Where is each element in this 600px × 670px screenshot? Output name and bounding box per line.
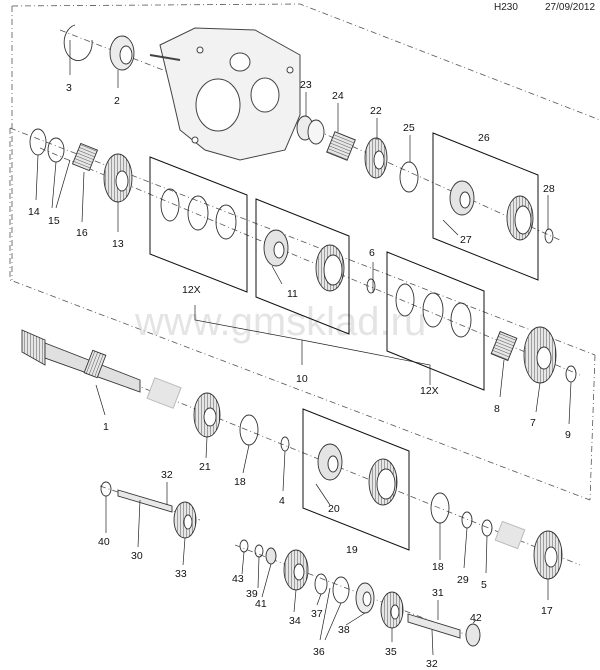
callout-18-a: 18: [234, 476, 246, 488]
synchro-hub: [317, 443, 343, 481]
callout-16: 16: [76, 227, 88, 239]
watermark: www.gmsklad.ru: [134, 300, 426, 344]
group-boxes: [149, 132, 539, 551]
callout-22: 22: [370, 105, 382, 117]
callout-37: 37: [311, 608, 323, 620]
idler-shaft: [117, 489, 173, 513]
shim: [47, 137, 65, 163]
callout-20: 20: [328, 503, 340, 515]
callout-25: 25: [403, 122, 415, 134]
callout-17: 17: [541, 605, 553, 617]
bearing: [109, 35, 135, 71]
gear: [103, 153, 133, 203]
callouts: 3 2 23 24 22 25 26 28 27 14 15 16 13 6 1…: [28, 79, 571, 670]
synchro-hub: [263, 229, 289, 267]
callout-12x-b: 12X: [420, 385, 439, 397]
callout-28: 28: [543, 183, 555, 195]
synchro-ring: [399, 161, 419, 193]
gearbox-housing: [149, 27, 301, 161]
callout-11: 11: [287, 288, 298, 300]
circlip: [239, 539, 249, 553]
callout-7: 7: [530, 417, 536, 429]
circlip: [544, 228, 554, 244]
callout-31: 31: [432, 587, 444, 599]
callout-1: 1: [103, 421, 109, 433]
gear: [283, 549, 309, 591]
roller-bearing: [71, 142, 99, 172]
synchro-ring: [239, 414, 259, 446]
callout-43: 43: [232, 573, 244, 585]
washer: [565, 365, 577, 383]
callout-41: 41: [255, 598, 267, 610]
callout-10: 10: [296, 373, 308, 385]
sliding-sleeve: [368, 458, 398, 506]
circlip: [366, 278, 376, 294]
flange: [465, 623, 481, 647]
leader-lines: [35, 40, 572, 656]
snap-ring: [461, 511, 473, 529]
gear: [193, 392, 221, 438]
synchro-ring-set: [160, 188, 237, 240]
washer: [254, 544, 264, 558]
gear: [364, 137, 388, 179]
callout-35: 35: [385, 646, 397, 658]
callout-21: 21: [199, 461, 211, 473]
callout-39: 39: [246, 588, 258, 600]
snap-ring: [29, 128, 47, 156]
callout-33: 33: [175, 568, 187, 580]
drawing-date: 27/09/2012: [545, 2, 596, 13]
callout-34: 34: [289, 615, 301, 627]
callout-9: 9: [565, 429, 571, 441]
callout-5: 5: [481, 579, 487, 591]
callout-29: 29: [457, 574, 469, 586]
callout-42: 42: [470, 612, 482, 624]
main-shaft: [21, 329, 141, 393]
callout-24: 24: [332, 90, 344, 102]
snap-ring: [332, 576, 350, 604]
callout-40: 40: [98, 536, 110, 548]
callout-26: 26: [478, 132, 490, 144]
gear: [533, 530, 563, 580]
shim: [481, 519, 493, 537]
synchro-hub: [449, 180, 475, 216]
roller-bearing: [490, 330, 518, 362]
callout-3: 3: [66, 82, 72, 94]
callout-8: 8: [494, 403, 500, 415]
bushing: [265, 547, 277, 565]
callout-4: 4: [279, 495, 285, 507]
sleeve: [296, 115, 325, 145]
callout-38: 38: [338, 624, 350, 636]
needle-bearing: [494, 520, 526, 550]
callout-6: 6: [369, 247, 375, 259]
callout-36: 36: [313, 646, 325, 658]
callout-12x-a: 12X: [182, 284, 201, 296]
callout-19: 19: [346, 544, 358, 556]
callout-13: 13: [112, 238, 124, 250]
bearing: [355, 582, 375, 614]
shim: [314, 573, 328, 595]
callout-32-b: 32: [426, 658, 438, 670]
gear: [523, 326, 557, 384]
callout-30: 30: [131, 550, 143, 562]
needle-bearing: [326, 131, 356, 161]
circlip: [63, 24, 93, 61]
callout-15: 15: [48, 215, 60, 227]
synchro-ring-set: [395, 283, 472, 338]
idler-gear: [173, 501, 197, 539]
sliding-sleeve: [315, 244, 345, 292]
callout-27: 27: [460, 234, 472, 246]
callout-32-a: 32: [161, 469, 173, 481]
callout-23: 23: [300, 79, 312, 91]
needle-bearing: [146, 377, 182, 409]
callout-2: 2: [114, 95, 120, 107]
callout-14: 14: [28, 206, 40, 218]
callout-18-b: 18: [432, 561, 444, 573]
gear: [380, 591, 404, 629]
drawing-code: H230: [494, 2, 518, 13]
output-shaft: [407, 613, 461, 639]
sliding-sleeve: [506, 195, 534, 241]
